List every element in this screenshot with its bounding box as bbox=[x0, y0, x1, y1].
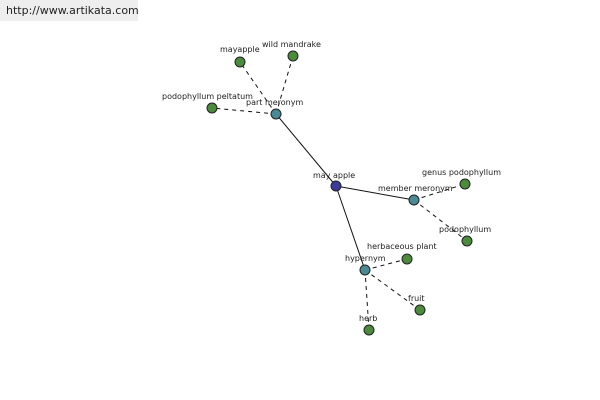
label-genus-podophyllum[interactable]: genus podophyllum bbox=[422, 168, 501, 177]
edge-part-meronym-to-wild-mandrake bbox=[275, 55, 294, 115]
label-part-meronym[interactable]: part meronym bbox=[246, 98, 303, 107]
graph-edges bbox=[211, 55, 468, 331]
node-wild-mandrake[interactable] bbox=[287, 50, 299, 62]
label-mayapple[interactable]: mayapple bbox=[220, 45, 260, 54]
edge-hypernym-to-herb bbox=[364, 269, 370, 331]
node-herbaceous-plant[interactable] bbox=[401, 253, 413, 265]
edge-part-meronym-to-mayapple bbox=[239, 61, 277, 115]
edge-part-meronym-to-podophyllum-peltatum bbox=[211, 107, 277, 115]
edge-hypernym-to-fruit bbox=[364, 269, 421, 311]
label-herbaceous-plant[interactable]: herbaceous plant bbox=[367, 242, 437, 251]
node-podophyllum-peltatum[interactable] bbox=[206, 102, 218, 114]
graph-labels: may apple part meronym member meronym hyper… bbox=[162, 40, 501, 323]
node-fruit[interactable] bbox=[414, 304, 426, 316]
site-url[interactable]: http://www.artikata.com bbox=[0, 0, 139, 21]
label-podophyllum[interactable]: podophyllum bbox=[439, 225, 491, 234]
node-genus-podophyllum[interactable] bbox=[459, 178, 471, 190]
node-hypernym[interactable] bbox=[359, 264, 371, 276]
label-fruit[interactable]: fruit bbox=[408, 294, 425, 303]
label-wild-mandrake[interactable]: wild mandrake bbox=[262, 40, 321, 49]
node-may-apple[interactable] bbox=[330, 180, 342, 192]
edge-may-apple-to-hypernym bbox=[335, 185, 366, 271]
edge-member-meronym-to-podophyllum bbox=[413, 199, 468, 242]
label-podophyllum-peltatum[interactable]: podophyllum peltatum bbox=[162, 92, 253, 101]
node-member-meronym[interactable] bbox=[408, 194, 420, 206]
label-hypernym[interactable]: hypernym bbox=[345, 254, 386, 263]
node-part-meronym[interactable] bbox=[270, 108, 282, 120]
edge-may-apple-to-part-meronym bbox=[275, 113, 337, 187]
label-may-apple[interactable]: may apple bbox=[313, 171, 355, 180]
edge-may-apple-to-member-meronym bbox=[335, 185, 415, 201]
graph-nodes bbox=[206, 50, 473, 336]
edge-member-meronym-to-genus-podophyllum bbox=[413, 183, 466, 201]
node-mayapple[interactable] bbox=[234, 56, 246, 68]
label-member-meronym[interactable]: member meronym bbox=[378, 184, 453, 193]
node-herb[interactable] bbox=[363, 324, 375, 336]
label-herb[interactable]: herb bbox=[359, 314, 377, 323]
node-podophyllum[interactable] bbox=[461, 235, 473, 247]
